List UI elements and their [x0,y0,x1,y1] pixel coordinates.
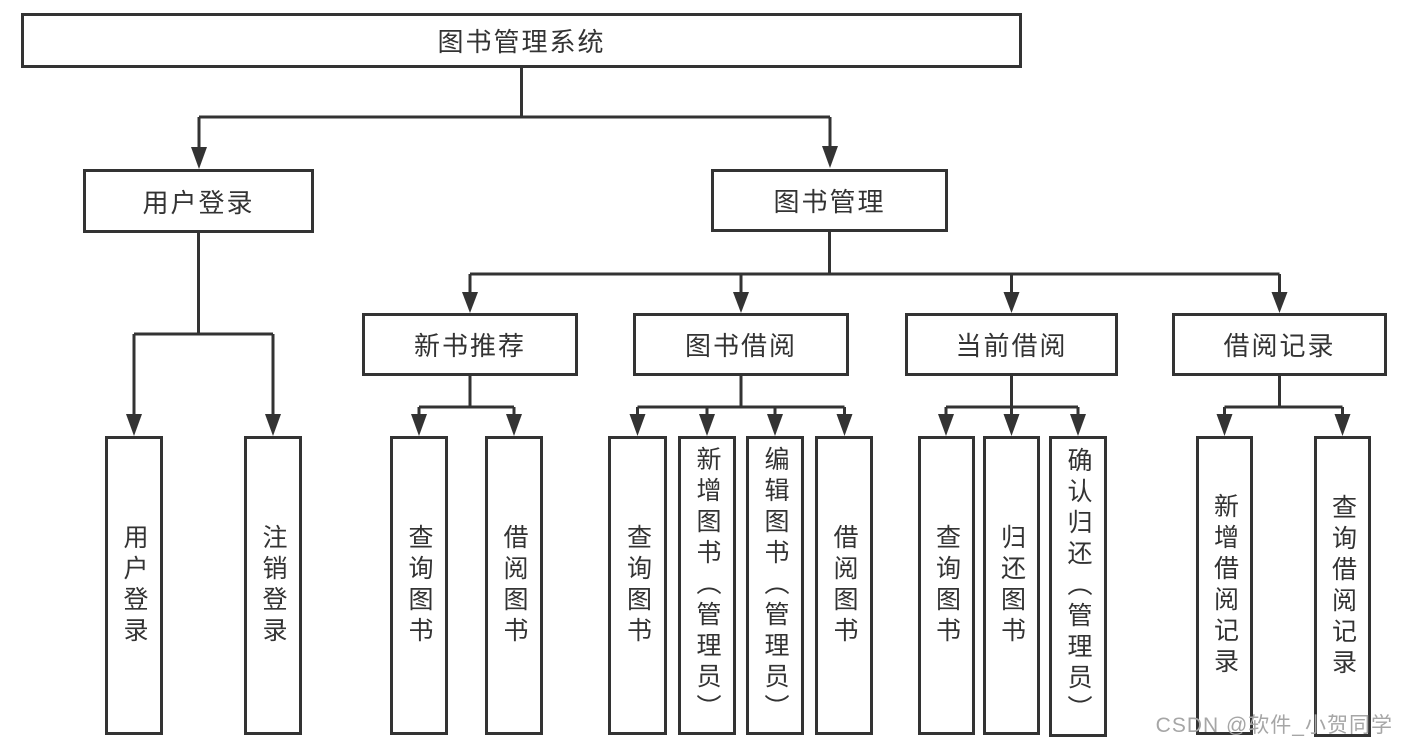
leaf-add-borrow-record: 新增借阅记录 [1196,436,1253,735]
node-current-borrowing: 当前借阅 [905,313,1118,376]
leaf-query-borrow-record: 查询借阅记录 [1314,436,1371,737]
leaf-label: 借阅图书 [500,523,528,648]
node-book-borrowing: 图书借阅 [633,313,849,376]
leaf-label: 确认归还（管理员） [1064,447,1092,726]
node-label: 借阅记录 [1223,331,1336,361]
leaf-query-books-current: 查询图书 [918,436,975,735]
node-book-management: 图书管理 [711,169,948,232]
leaf-label: 查询图书 [932,523,961,648]
leaf-label: 借阅图书 [830,523,858,648]
leaf-label: 查询借阅记录 [1328,493,1357,680]
node-borrowing-records: 借阅记录 [1172,313,1387,376]
node-root-system: 图书管理系统 [21,13,1022,68]
leaf-confirm-return-admin: 确认归还（管理员） [1049,436,1107,737]
leaf-query-books-borrowing: 查询图书 [608,436,667,735]
leaf-query-books-recommend: 查询图书 [390,436,448,735]
leaf-logout: 注销登录 [244,436,302,735]
leaf-edit-books-admin: 编辑图书（管理员） [746,436,804,735]
leaf-borrow-books-recommend: 借阅图书 [485,436,543,735]
leaf-label: 查询图书 [405,523,433,648]
leaf-label: 注销登录 [259,523,287,648]
leaf-label: 新增图书（管理员） [693,446,721,725]
node-user-login: 用户登录 [83,169,314,233]
leaf-label: 新增借阅记录 [1210,492,1239,679]
node-label: 图书借阅 [684,331,797,361]
leaf-label: 查询图书 [623,523,652,648]
leaf-label: 用户登录 [120,523,148,648]
leaf-add-books-admin: 新增图书（管理员） [678,436,736,735]
node-label: 图书管理 [773,187,886,217]
node-label: 新书推荐 [413,331,526,361]
node-new-book-recommend: 新书推荐 [362,313,578,376]
leaf-label: 归还图书 [997,523,1026,648]
node-label: 当前借阅 [955,331,1068,361]
leaf-borrow-books-borrowing: 借阅图书 [815,436,873,735]
node-label: 图书管理系统 [437,27,606,57]
node-label: 用户登录 [142,187,255,218]
leaf-return-books: 归还图书 [983,436,1040,735]
leaf-user-login: 用户登录 [105,436,163,735]
leaf-label: 编辑图书（管理员） [761,446,789,725]
csdn-watermark: CSDN @软件_小贺同学 [1155,714,1393,737]
